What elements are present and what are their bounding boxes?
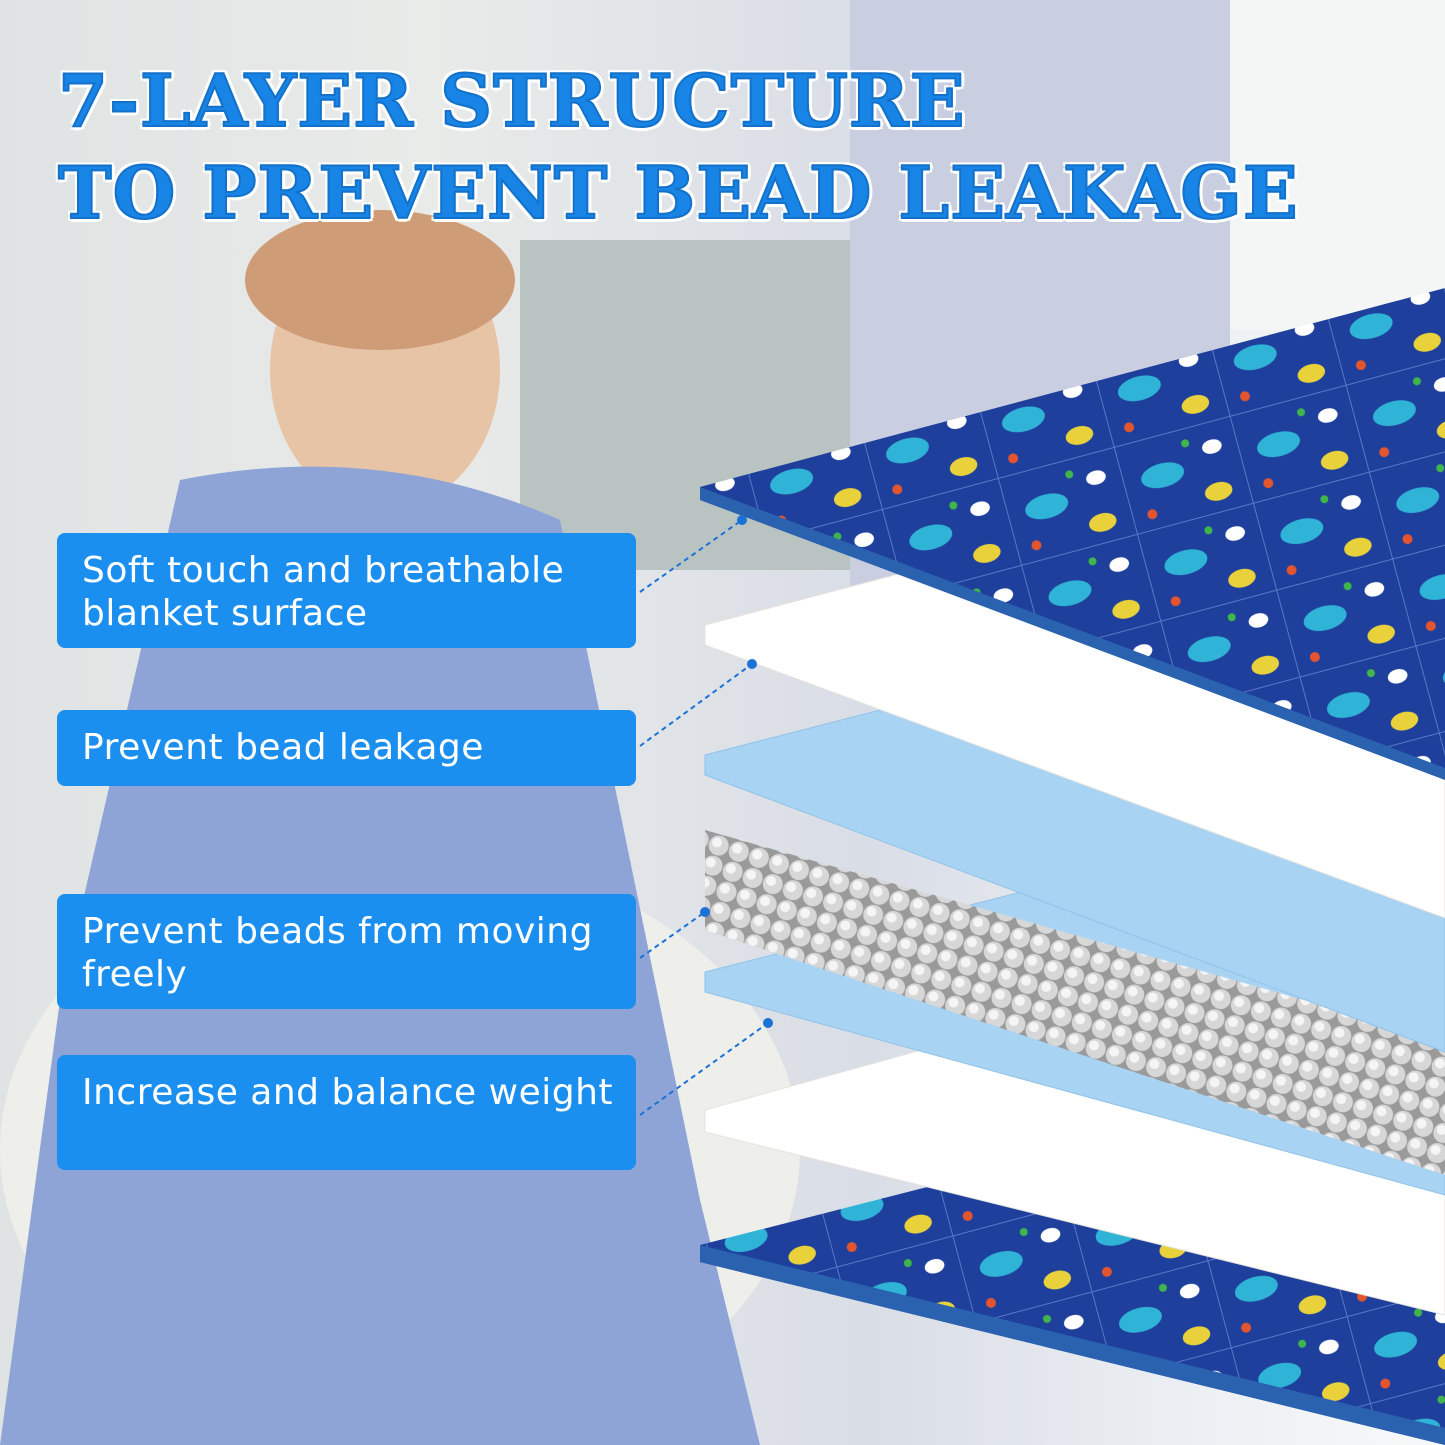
headline-line-2: TO PREVENT BEAD LEAKAGE [57,149,1299,236]
window [1230,0,1445,330]
layer-1-top-fabric [700,288,1445,780]
label-increase-weight: Increase and balance weight [57,1055,636,1170]
headline-line-1: 7-LAYER STRUCTURE [57,57,966,144]
label-breathable-surface: Soft touch and breathable blanket surfac… [57,533,636,648]
child-hair [245,210,515,350]
label-prevent-leakage: Prevent bead leakage [57,710,636,786]
label-prevent-moving: Prevent beads from moving freely [57,894,636,1009]
connector-lines [639,515,773,1116]
